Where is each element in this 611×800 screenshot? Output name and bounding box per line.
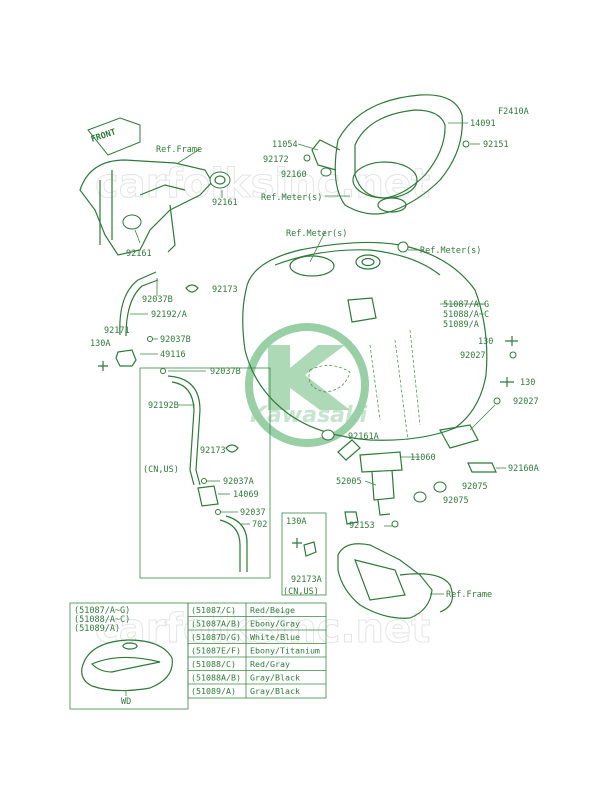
rubber-damper-92161-a bbox=[209, 171, 231, 189]
label-130-b: 130 bbox=[520, 378, 535, 388]
color-table-part-4: (51087E/F) bbox=[191, 646, 241, 656]
breather-hose-92192 bbox=[119, 271, 159, 337]
cn-us-callout-box-1 bbox=[139, 367, 271, 579]
watermark-site-bottom: carfolksinc.net bbox=[95, 606, 430, 652]
color-table-color-5: Red/Gray bbox=[250, 659, 290, 669]
label-92161-b: 92161 bbox=[126, 249, 152, 259]
color-table-part-3: (51087D/G) bbox=[191, 632, 241, 642]
label-51088: 51088/A~C bbox=[443, 310, 489, 320]
meter-cover-14091 bbox=[311, 94, 463, 215]
label-92160: 92160 bbox=[281, 170, 307, 180]
label-92161-a: 92161 bbox=[212, 198, 238, 208]
color-table-color-1: Red/Beige bbox=[250, 605, 295, 615]
color-table-color-3: White/Blue bbox=[250, 632, 300, 642]
label-130A-b: 130A bbox=[286, 517, 306, 527]
inset-header-line-1: (51087/A~G) bbox=[74, 606, 130, 616]
fuel-pump-52005 bbox=[344, 451, 403, 525]
color-table-color-6: Gray/Black bbox=[250, 673, 300, 683]
frame-bracket-part bbox=[79, 159, 213, 256]
label-130-a: 130 bbox=[478, 337, 493, 347]
color-table: (51087/C) Red/Beige (51087A/B) Ebony/Gra… bbox=[187, 602, 327, 699]
fuel-valve-49116 bbox=[115, 349, 137, 367]
label-ref-meter-1: Ref.Meter(s) bbox=[261, 193, 322, 203]
label-ref-frame-2: Ref.Frame bbox=[446, 590, 492, 600]
label-92075-a: 92075 bbox=[462, 482, 488, 492]
label-130A-a: 130A bbox=[90, 339, 110, 349]
tank-decal-illustration bbox=[81, 639, 173, 692]
label-92027-a: 92027 bbox=[460, 351, 486, 361]
figure-code: F2410A bbox=[498, 107, 529, 117]
label-51089: 51089/A bbox=[443, 320, 479, 330]
label-92160A: 92160A bbox=[508, 464, 539, 474]
fuel-hose-92192B bbox=[167, 375, 201, 486]
label-92037A: 92037A bbox=[223, 477, 254, 487]
label-11054: 11054 bbox=[272, 140, 298, 150]
label-14069: 14069 bbox=[233, 490, 259, 500]
kawasaki-brand-text: Kawasaki bbox=[250, 403, 368, 428]
label-92037B-c: 92037B bbox=[210, 367, 241, 377]
color-table-part-5: (51088/C) bbox=[191, 659, 236, 669]
label-92173-b: 92173 bbox=[200, 446, 226, 456]
cn-us-callout-box-2 bbox=[281, 512, 327, 596]
label-51087: 51087/A~G bbox=[443, 300, 489, 310]
color-table-part-6: (51088A/B) bbox=[191, 673, 241, 683]
label-ref-frame-1: Ref.Frame bbox=[156, 145, 202, 155]
label-14091: 14091 bbox=[470, 119, 496, 129]
color-table-part-2: (51087A/B) bbox=[191, 619, 241, 629]
color-table-color-4: Ebony/Titanium bbox=[250, 646, 320, 656]
label-92151: 92151 bbox=[483, 140, 509, 150]
label-92192A: 92192/A bbox=[151, 310, 187, 320]
label-ref-meter-2: Ref.Meter(s) bbox=[286, 229, 347, 239]
inset-header-line-2: (51088/A~C) bbox=[74, 615, 130, 625]
rubber-damper-92161-b bbox=[122, 214, 142, 230]
label-11060: 11060 bbox=[410, 453, 436, 463]
label-92192B: 92192B bbox=[148, 401, 179, 411]
label-92161A: 92161A bbox=[348, 432, 379, 442]
color-table-color-2: Ebony/Gray bbox=[250, 619, 300, 629]
inset-caption: WD bbox=[121, 697, 131, 707]
color-table-color-7: Gray/Black bbox=[250, 686, 300, 696]
label-92153: 92153 bbox=[349, 521, 375, 531]
label-ref-meter-3: Ref.Meter(s) bbox=[420, 246, 481, 256]
label-92173A: 92173A bbox=[291, 575, 322, 585]
label-702: 702 bbox=[252, 520, 267, 530]
front-arrow-icon: FRONT bbox=[87, 117, 141, 156]
label-49116: 49116 bbox=[160, 350, 186, 360]
label-92037: 92037 bbox=[240, 508, 266, 518]
label-cn-us-2: (CN,US) bbox=[283, 587, 319, 597]
label-52005: 52005 bbox=[336, 477, 362, 487]
color-table-part-7: (51089/A) bbox=[191, 686, 236, 696]
label-92172: 92172 bbox=[263, 155, 289, 165]
label-cn-us-1: (CN,US) bbox=[143, 465, 179, 475]
color-table-part-1: (51087/C) bbox=[191, 605, 236, 615]
label-92027-b: 92027 bbox=[513, 397, 539, 407]
label-92075-b: 92075 bbox=[443, 496, 469, 506]
fuel-tank-51087 bbox=[242, 241, 488, 449]
inset-header-line-3: (51089/A) bbox=[74, 624, 120, 634]
frame-bottom-part bbox=[337, 543, 453, 619]
fuel-filter-14069 bbox=[197, 485, 219, 507]
label-92171: 92171 bbox=[104, 326, 130, 336]
label-92037B-b: 92037B bbox=[160, 335, 191, 345]
label-92037B-a: 92037B bbox=[142, 295, 173, 305]
hose-702 bbox=[219, 515, 248, 572]
label-92173-a: 92173 bbox=[212, 285, 238, 295]
watermark-site-top: carfolksinc.net bbox=[95, 161, 430, 207]
